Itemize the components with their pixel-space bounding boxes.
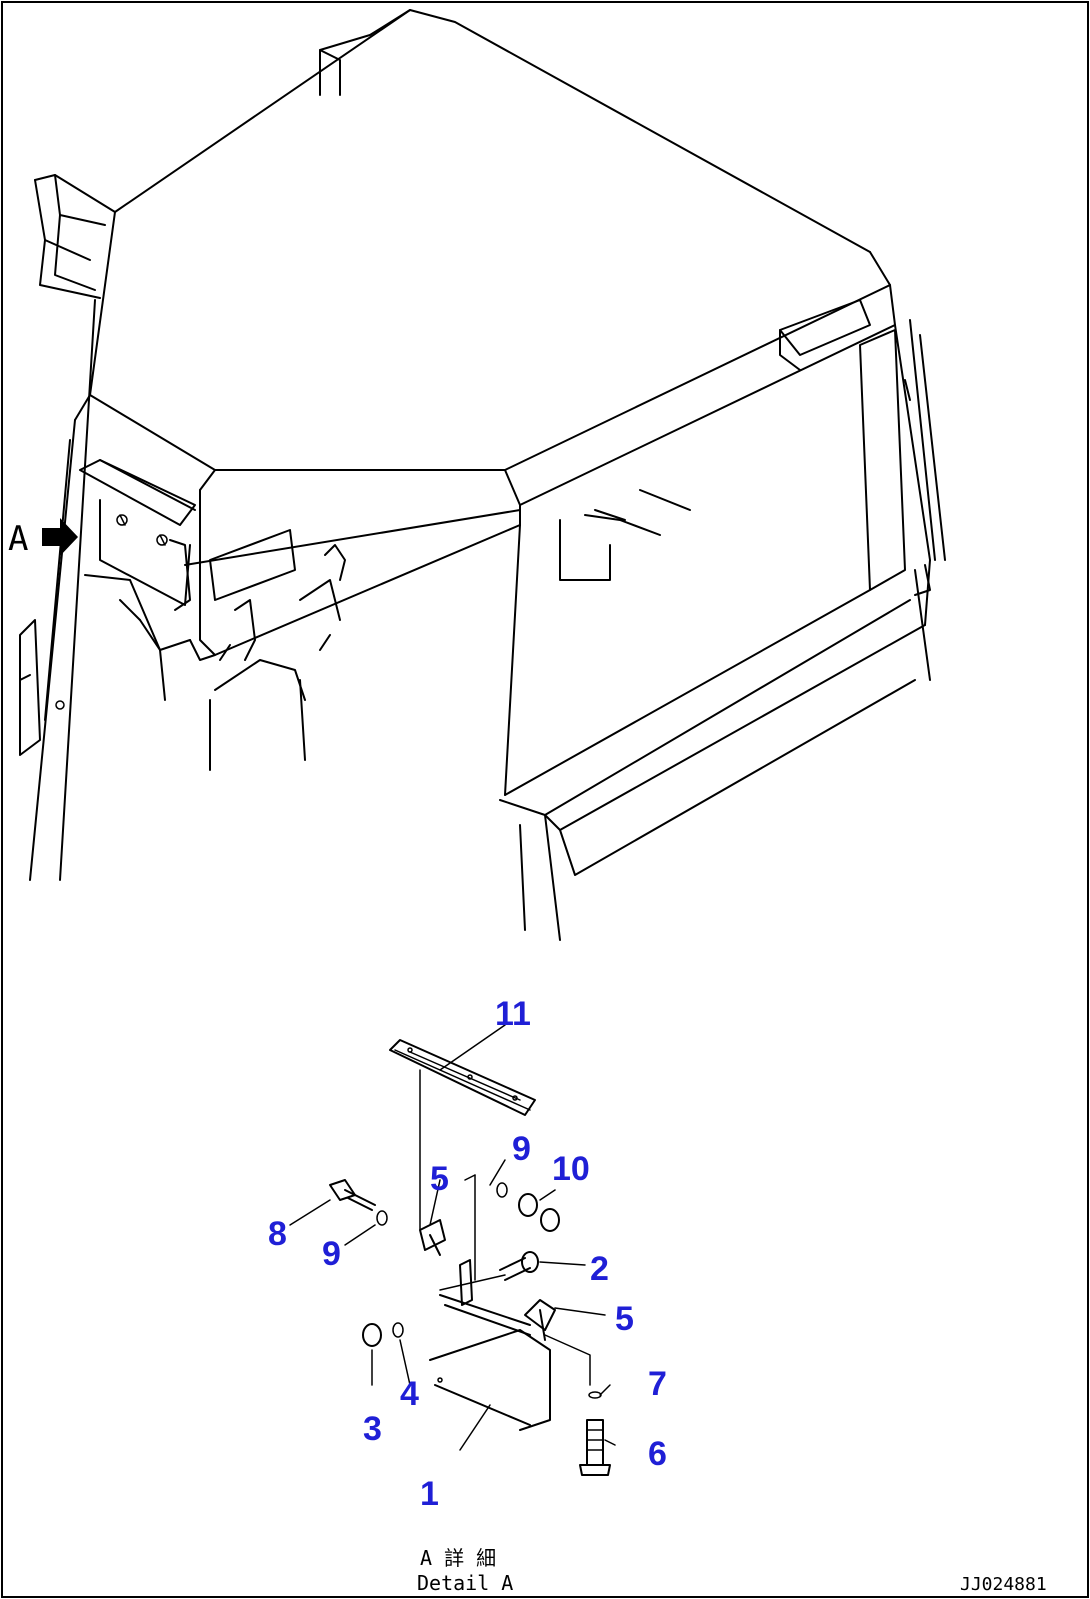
- detail-caption-jp: A 詳 細: [420, 1546, 496, 1570]
- cab-assembly-drawing: [19, 9, 946, 941]
- callout-leader-lines: [289, 1024, 616, 1451]
- callout-4: 4: [400, 1375, 419, 1413]
- detail-caption-en: Detail A: [417, 1571, 513, 1595]
- detail-a-drawing: [329, 1039, 611, 1476]
- callout-7: 7: [648, 1365, 667, 1403]
- callout-8: 8: [268, 1215, 287, 1253]
- drawing-number: JJ024881: [960, 1574, 1047, 1595]
- callout-6: 6: [648, 1435, 667, 1473]
- callout-9-left: 9: [322, 1235, 341, 1273]
- callout-labels: 11 9 10 5 8 9 2 5 7 4 3 6 1: [268, 995, 667, 1513]
- callout-5-upper: 5: [430, 1160, 449, 1198]
- callout-10: 10: [552, 1150, 590, 1188]
- view-marker-label: A: [8, 519, 28, 559]
- view-direction-arrow-icon: [42, 518, 78, 556]
- callout-3: 3: [363, 1410, 382, 1448]
- view-marker: A: [8, 518, 78, 559]
- callout-2: 2: [590, 1250, 609, 1288]
- callout-9-right: 9: [512, 1130, 531, 1168]
- callout-1: 1: [420, 1475, 439, 1513]
- callout-11: 11: [495, 995, 531, 1033]
- callout-5-lower: 5: [615, 1300, 634, 1338]
- detail-caption: A 詳 細 Detail A: [417, 1546, 513, 1595]
